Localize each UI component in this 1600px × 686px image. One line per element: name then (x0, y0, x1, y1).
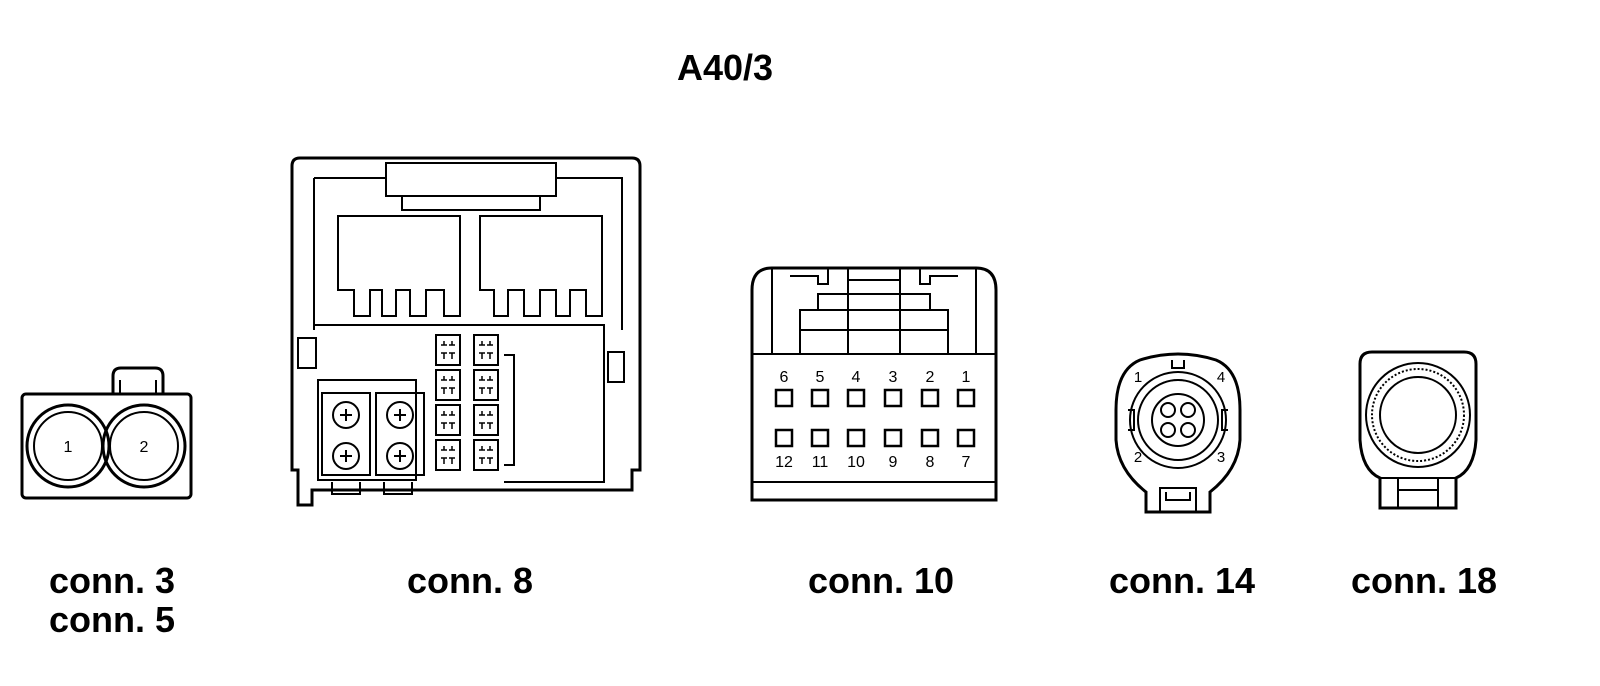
pin-cavity (956, 388, 976, 408)
signal-pin-cavity (435, 369, 461, 401)
pin-label: 1 (962, 369, 971, 386)
connector-housing (290, 156, 642, 507)
pin-label: 5 (816, 369, 825, 386)
pin-cavity (846, 428, 866, 448)
pin-label: 2 (926, 369, 935, 386)
pin-label: 1 (64, 439, 73, 456)
connector-label: conn. 10 (808, 560, 954, 601)
pin-cavity-2 (101, 403, 187, 489)
connector-label: conn. 18 (1351, 560, 1497, 601)
pin-label: 2 (140, 439, 149, 456)
pin-label: 10 (847, 454, 865, 471)
diagram-title: A40/3 (677, 47, 773, 88)
power-pin-block-right (375, 392, 425, 476)
latch-tab (111, 366, 165, 394)
upper-cavity-right (479, 215, 603, 317)
connector-housing (1358, 350, 1478, 510)
pin-cavity (920, 388, 940, 408)
signal-pin-cavity (435, 439, 461, 471)
signal-pin-cavity (435, 404, 461, 436)
connector-label: conn. 8 (407, 560, 533, 601)
pin-label: 4 (1217, 369, 1225, 386)
pin-cavity (883, 388, 903, 408)
signal-pin-cavity (435, 334, 461, 366)
pin-cavity (774, 388, 794, 408)
connector-housing (1114, 352, 1242, 514)
pin-cavity (810, 388, 830, 408)
pin-label: 4 (852, 369, 861, 386)
connector-14 (1114, 352, 1242, 514)
power-pin-block-left (321, 392, 371, 476)
pin-cavity (956, 428, 976, 448)
pin-cavity (810, 428, 830, 448)
pin-label: 3 (889, 369, 898, 386)
signal-pin-grid (435, 334, 499, 471)
signal-pin-cavity (473, 334, 499, 366)
pin-label: 7 (962, 454, 971, 471)
pin-cavity (920, 428, 940, 448)
connector-3-5 (20, 366, 193, 500)
signal-pin-cavity (473, 369, 499, 401)
pin-label: 1 (1134, 369, 1142, 386)
connector-18 (1358, 350, 1478, 510)
connector-10 (750, 266, 998, 502)
upper-cavity-left (337, 215, 461, 317)
signal-pin-cavity (473, 404, 499, 436)
pin-label: 3 (1217, 449, 1225, 466)
connector-housing (20, 392, 193, 500)
pin-array: 6 12 5 11 4 10 3 9 2 8 1 7 (774, 369, 976, 471)
connector-label: conn. 14 (1109, 560, 1255, 601)
pin-cavity (846, 388, 866, 408)
pin-label: 9 (889, 454, 898, 471)
pin-label: 8 (926, 454, 935, 471)
pin-label: 2 (1134, 449, 1142, 466)
pin-cavity (883, 428, 903, 448)
connector-label: conn. 5 (49, 599, 175, 640)
connector-8 (290, 156, 642, 507)
pin-cavity (774, 428, 794, 448)
pin-label: 11 (812, 454, 829, 471)
pin-label: 6 (780, 369, 789, 386)
signal-pin-cavity (473, 439, 499, 471)
connector-label: conn. 3 (49, 560, 175, 601)
pin-label: 12 (775, 454, 793, 471)
